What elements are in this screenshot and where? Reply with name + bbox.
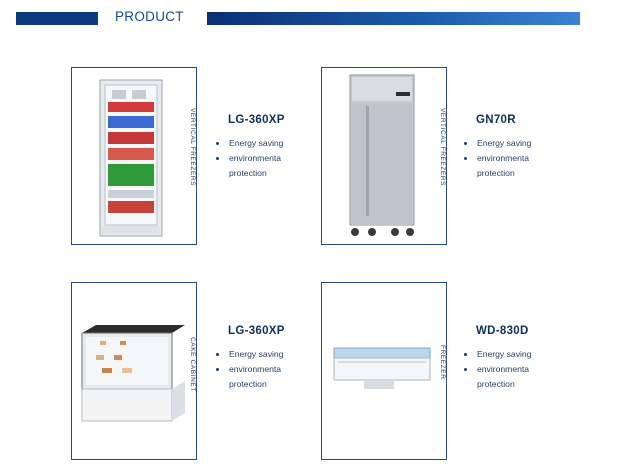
feature-item-continued: protection <box>229 168 267 178</box>
feature-list: Energy saving environmenta protection <box>215 347 283 392</box>
header-bar-right <box>207 12 580 25</box>
feature-item-continued: protection <box>229 379 267 389</box>
model-name: LG-360XP <box>228 114 285 126</box>
category-label: Cake Cabinet <box>189 337 196 392</box>
product-card-1[interactable]: Vertical Freezers <box>71 67 197 245</box>
feature-item: Energy saving <box>215 347 283 362</box>
chest-freezer-image <box>333 347 431 389</box>
cake-cabinet-image <box>81 325 185 422</box>
feature-item: Energy saving <box>215 136 283 151</box>
bullet-icon <box>464 157 467 160</box>
display-fridge-image <box>99 79 163 237</box>
feature-item: environmenta <box>215 362 283 377</box>
header-bar-left <box>16 12 98 25</box>
category-label: Vertical Freezers <box>439 108 446 187</box>
steel-freezer-image <box>349 74 415 236</box>
model-name: GN70R <box>476 114 516 126</box>
feature-list: Energy saving environmenta protection <box>463 136 531 181</box>
category-label: Freezer <box>439 345 446 380</box>
feature-item: Energy saving <box>463 347 531 362</box>
bullet-icon <box>464 142 467 145</box>
model-name: WD-830D <box>476 325 529 337</box>
feature-item: Energy saving <box>463 136 531 151</box>
product-card-2[interactable]: Vertical Freezers <box>321 67 447 245</box>
section-title: PRODUCT <box>115 9 184 24</box>
bullet-icon <box>464 353 467 356</box>
product-card-3[interactable]: Cake Cabinet <box>71 282 197 460</box>
model-name: LG-360XP <box>228 325 285 337</box>
bullet-icon <box>464 368 467 371</box>
product-card-4[interactable]: Freezer <box>321 282 447 460</box>
feature-item: environmenta <box>463 362 531 377</box>
category-label: Vertical Freezers <box>189 108 196 187</box>
bullet-icon <box>216 142 219 145</box>
feature-item-continued: protection <box>477 379 515 389</box>
bullet-icon <box>216 368 219 371</box>
feature-item: environmenta <box>215 151 283 166</box>
feature-list: Energy saving environmenta protection <box>215 136 283 181</box>
bullet-icon <box>216 353 219 356</box>
bullet-icon <box>216 157 219 160</box>
feature-item-continued: protection <box>477 168 515 178</box>
feature-item: environmenta <box>463 151 531 166</box>
feature-list: Energy saving environmenta protection <box>463 347 531 392</box>
